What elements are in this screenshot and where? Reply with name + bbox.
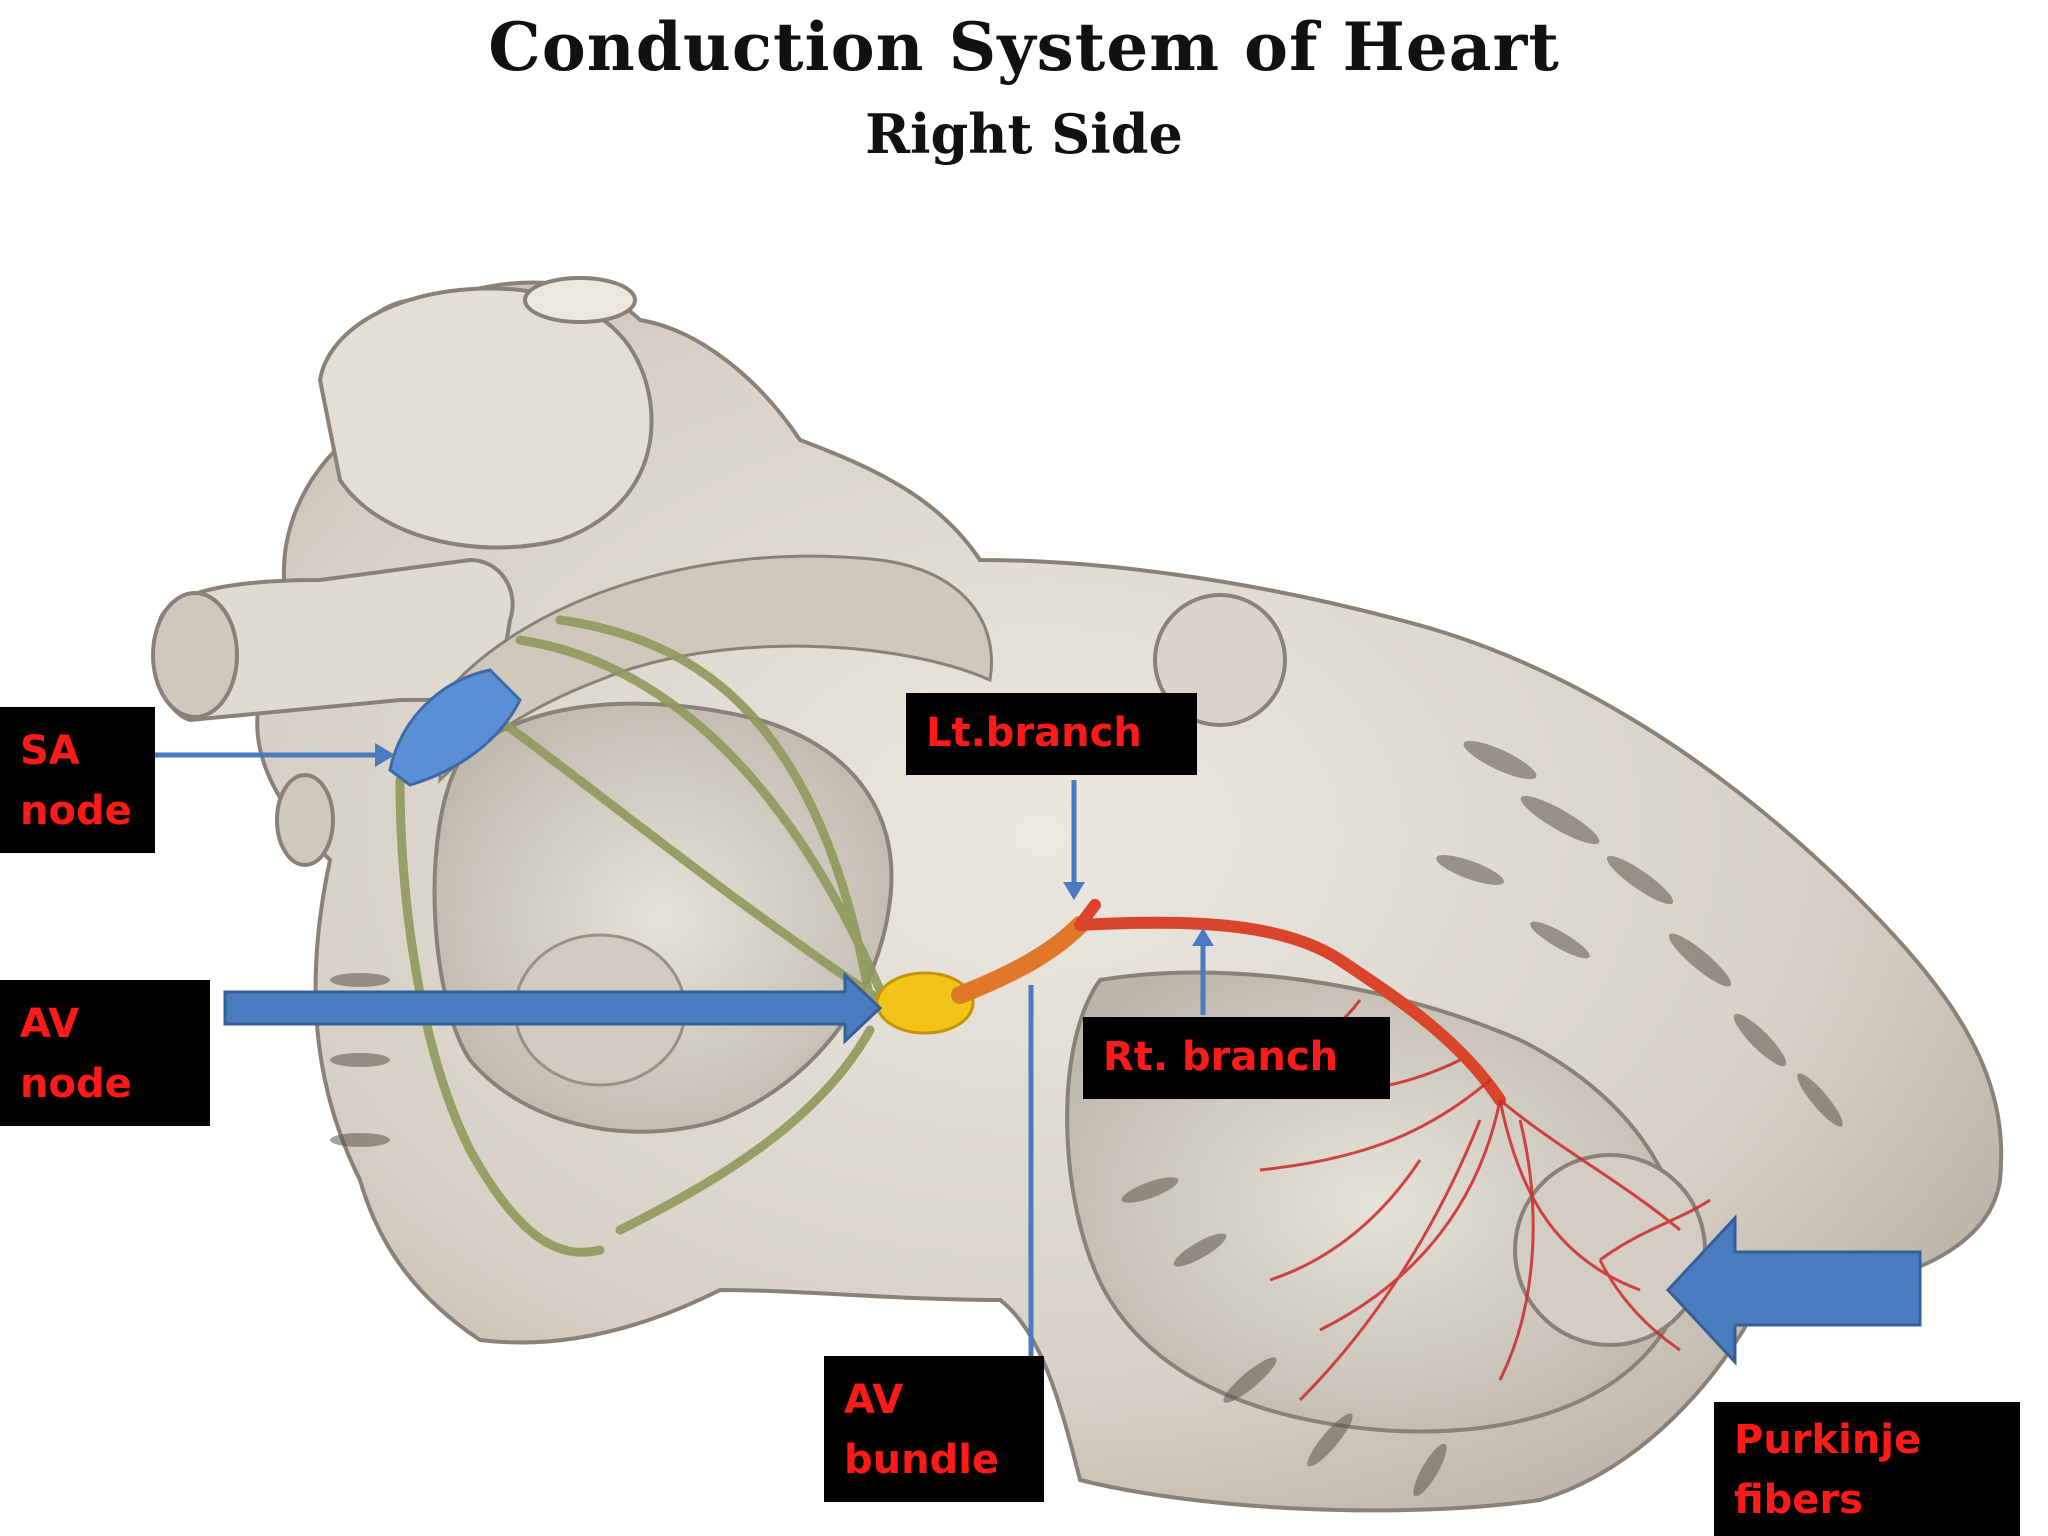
- sa-node: [388, 668, 522, 787]
- lt-branch-arrowhead: [1063, 882, 1085, 900]
- valve-leaflets: [1153, 593, 1287, 727]
- av-node-label: AV node: [0, 980, 210, 1126]
- rt-branch-arrowhead: [1192, 928, 1214, 946]
- av-node-arrow: [223, 971, 883, 1045]
- trabeculae-marks: [330, 740, 1843, 1497]
- callout-arrows: [155, 743, 1922, 1366]
- aorta: [317, 286, 654, 550]
- sa-node-label: SA node: [0, 707, 155, 853]
- av-bundle-label: AV bundle: [824, 1356, 1044, 1502]
- pulmonary-vein-opening: [275, 773, 335, 867]
- diagram-title: Conduction System of Heart: [488, 8, 1560, 86]
- vena-cava-opening: [151, 591, 239, 719]
- sa-node-arrowhead: [375, 743, 395, 767]
- pulmonary-vessel-top: [523, 276, 637, 324]
- av-bundle-path: [951, 916, 1089, 1004]
- atrial-wall-band: [438, 554, 993, 784]
- lt-branch-label: Lt.branch: [906, 693, 1197, 775]
- diagram-subtitle: Right Side: [865, 102, 1183, 166]
- rt-branch-label: Rt. branch: [1083, 1017, 1390, 1099]
- papillary-muscle: [1513, 1153, 1707, 1347]
- av-node: [875, 971, 975, 1035]
- internodal-pathways: [395, 615, 885, 1257]
- purkinje-fibers-label: Purkinje fibers: [1714, 1402, 2020, 1536]
- purkinje-arrow: [1665, 1214, 1922, 1366]
- right-branch-path: [1074, 916, 1506, 1106]
